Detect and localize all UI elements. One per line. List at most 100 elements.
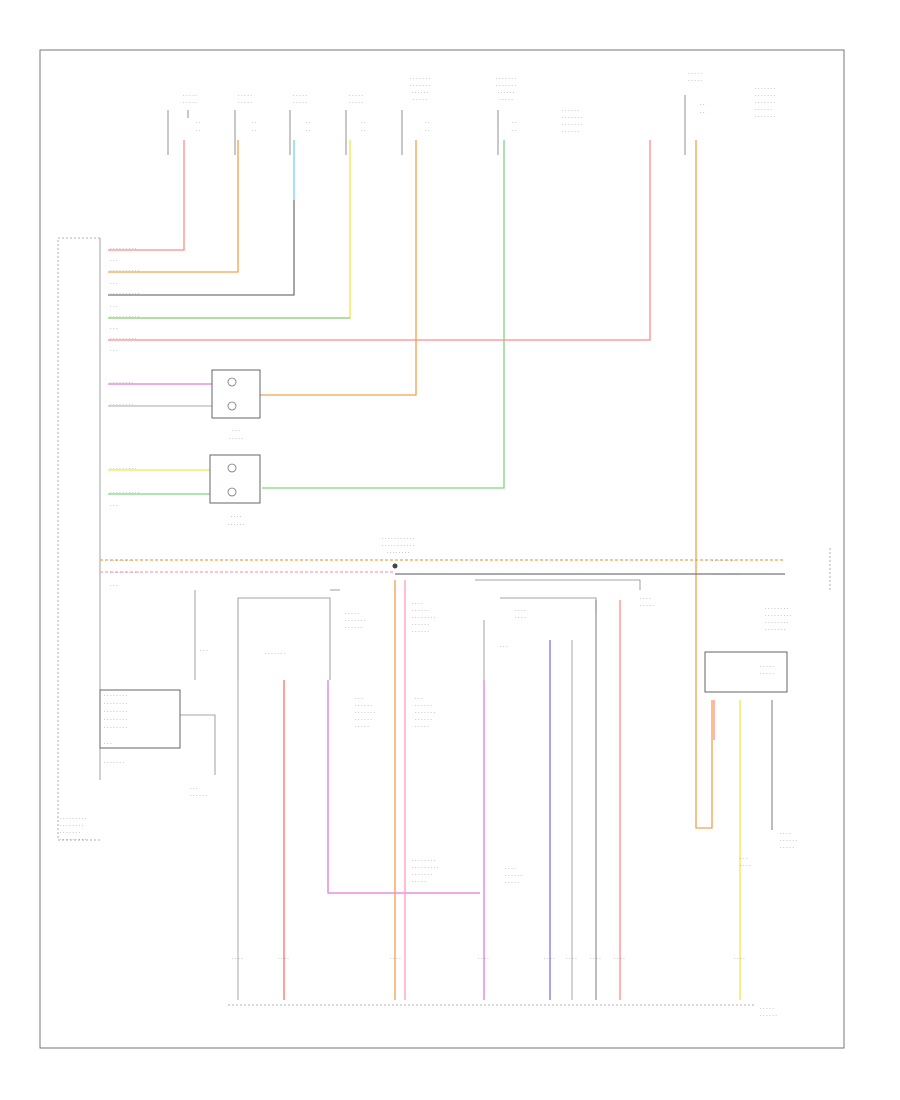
svg-text:· · · ·: · · · · [780, 831, 791, 837]
svg-text:· · · · · · · ·: · · · · · · · · [412, 858, 435, 864]
svg-text:· · ·: · · · [110, 503, 118, 509]
svg-text:· · · · · · · · ·: · · · · · · · · · [110, 466, 136, 472]
left-connector-block: · · · · · · · · · · · · · · · · · · · · … [60, 689, 216, 843]
lower-wire-annotations: · · · · · · · · · · · · · · · · · · · · … [355, 601, 522, 886]
svg-text:· · · ·: · · · · [614, 956, 625, 962]
svg-text:· · · · · · · · · ·: · · · · · · · · · · [110, 314, 139, 320]
svg-text:· ·: · · [361, 128, 366, 134]
svg-text:· · · · · ·: · · · · · · [355, 717, 372, 723]
svg-text:· ·: · · [361, 120, 366, 126]
svg-text:· · ·: · · · [415, 696, 423, 702]
svg-text:· · · · · ·: · · · · · · [760, 1013, 777, 1019]
svg-text:· · · · · ·: · · · · · · [562, 129, 579, 135]
svg-text:· · · · · · ·: · · · · · · · [496, 83, 516, 89]
svg-text:· · · ·: · · · · [740, 863, 751, 869]
svg-text:· · · ·: · · · · [515, 608, 526, 614]
svg-text:· · ·: · · · [110, 304, 118, 310]
svg-text:· · · · · ·: · · · · · · [415, 717, 432, 723]
svg-text:· ·: · · [306, 120, 311, 126]
center-switch: · · · · · · · · · · · · · · · · · · · · [475, 579, 654, 680]
svg-text:· · · · · ·: · · · · · · [228, 522, 245, 528]
right-module: · · · · · · · · · · · · · · · · · · · · … [704, 606, 797, 869]
svg-text:· · · · · ·: · · · · · · [415, 703, 432, 709]
svg-text:· · · · · ·: · · · · · · [498, 90, 515, 96]
svg-text:· · · ·: · · · · [390, 956, 401, 962]
svg-text:· · · ·: · · · · [505, 866, 516, 872]
svg-text:· · · · ·: · · · · · [412, 879, 426, 885]
svg-text:· · · · · · ·: · · · · · · · [265, 651, 285, 657]
svg-text:· · · · · · · · ·: · · · · · · · · · [765, 613, 791, 619]
svg-text:· · · · · · ·: · · · · · · · [345, 618, 365, 624]
svg-text:· ·: · · [512, 128, 517, 134]
svg-text:· · · · · · ·: · · · · · · · [755, 93, 775, 99]
svg-text:· ·: · · [252, 120, 257, 126]
svg-text:· · ·: · · · [500, 644, 508, 650]
fuse-text: · ·· · · ·· · · ·· · · ·· · · ·· · · ·· … [196, 102, 705, 134]
horizontal-bus: · · · · · · · · · · · · · · · · · · · · … [100, 536, 831, 590]
svg-text:· · · ·: · · · · [412, 601, 423, 607]
svg-text:· · · ·: · · · · [544, 956, 555, 962]
svg-text:· · · · · · · ·: · · · · · · · · [110, 558, 133, 564]
svg-text:· · · · · ·: · · · · · · [505, 873, 522, 879]
top-fuse-labels: · · · · · · · · · · · · · · · · · · · · … [183, 71, 775, 135]
svg-text:· · · · · · · ·: · · · · · · · · [110, 380, 133, 386]
svg-text:· · · · · ·: · · · · · · [755, 107, 772, 113]
lamp-switch-lower: · · · · · · · · · · [108, 454, 261, 528]
svg-text:· · · · ·: · · · · · [183, 93, 197, 99]
svg-text:· · ·: · · · [355, 696, 363, 702]
svg-text:· · · · · · ·: · · · · · · · [765, 627, 785, 633]
top-vertical-wires [108, 140, 713, 829]
svg-text:· · · · · · · ·: · · · · · · · · [104, 725, 127, 731]
svg-text:· ·: · · [425, 120, 430, 126]
svg-text:· · · · · · · ·: · · · · · · · · [104, 701, 127, 707]
svg-text:· · · · · ·: · · · · · · [345, 625, 362, 631]
svg-text:· · · · · ·: · · · · · · [562, 108, 579, 114]
svg-text:· · · · ·: · · · · · [355, 724, 369, 730]
svg-text:· · · · · · · ·: · · · · · · · · [104, 693, 127, 699]
svg-text:· · · · ·: · · · · · [760, 671, 774, 677]
diagram-frame [39, 49, 845, 1049]
svg-text:· · · · ·: · · · · · [688, 71, 702, 77]
svg-text:· · · · ·: · · · · · [640, 603, 654, 609]
svg-text:· ·: · · [700, 102, 705, 108]
svg-text:· · · · · ·: · · · · · · [412, 622, 429, 628]
svg-text:· · · · · · ·: · · · · · · · [562, 122, 582, 128]
svg-text:· · · · ·: · · · · · [183, 100, 197, 106]
svg-text:· · · · ·: · · · · · [760, 1006, 774, 1012]
svg-text:· · · · ·: · · · · · [293, 93, 307, 99]
svg-text:· · · · · · · · ·: · · · · · · · · · [60, 816, 86, 822]
svg-text:· · · · · · · ·: · · · · · · · · [104, 717, 127, 723]
svg-text:· · · · · · · ·: · · · · · · · · [60, 823, 83, 829]
svg-text:· · · ·: · · · · [566, 956, 577, 962]
svg-text:· · · · ·: · · · · · [349, 100, 363, 106]
svg-text:· · · · · · ·: · · · · · · · [415, 710, 435, 716]
svg-text:· · · · ·: · · · · · [499, 97, 513, 103]
svg-text:· · · · · · · ·: · · · · · · · · [386, 550, 409, 556]
svg-text:· · · · · · · · · ·: · · · · · · · · · · [110, 291, 139, 297]
svg-text:· ·: · · [306, 128, 311, 134]
svg-text:· · · · · · · · ·: · · · · · · · · · [60, 837, 86, 843]
svg-text:· ·: · · [512, 120, 517, 126]
svg-text:· · · · ·: · · · · · [688, 78, 702, 84]
svg-text:· ·: · · [425, 128, 430, 134]
harness-wire-labels: · · · · · · · · · · · · · · · · · · · · … [110, 246, 139, 509]
svg-text:· · · · ·: · · · · · [349, 93, 363, 99]
svg-text:· · · · · ·: · · · · · · [412, 608, 429, 614]
svg-text:· · · · ·: · · · · · [238, 100, 252, 106]
svg-text:· · · · ·: · · · · · [760, 664, 774, 670]
svg-text:· · · ·: · · · · [232, 956, 243, 962]
svg-text:· · · · · · · ·: · · · · · · · · [712, 558, 735, 564]
svg-text:· · · · · · · · · ·: · · · · · · · · · · [110, 268, 139, 274]
svg-text:· · · · · · ·: · · · · · · · [755, 100, 775, 106]
svg-text:· · · · · · · · ·: · · · · · · · · · [110, 336, 136, 342]
svg-text:· · · ·: · · · · [278, 956, 289, 962]
svg-text:· · · · · · ·: · · · · · · · [60, 830, 80, 836]
svg-text:· · ·: · · · [110, 583, 118, 589]
svg-text:· · · · · · · · ·: · · · · · · · · · [110, 246, 136, 252]
svg-text:· · · · · · · · · · ·: · · · · · · · · · · · [382, 543, 415, 549]
svg-text:· · · · · · · ·: · · · · · · · · [104, 709, 127, 715]
svg-text:· · · · · · · · · ·: · · · · · · · · · · [712, 572, 741, 578]
svg-text:· · · · ·: · · · · · [238, 93, 252, 99]
svg-text:· · · · · · · ·: · · · · · · · · [765, 620, 788, 626]
